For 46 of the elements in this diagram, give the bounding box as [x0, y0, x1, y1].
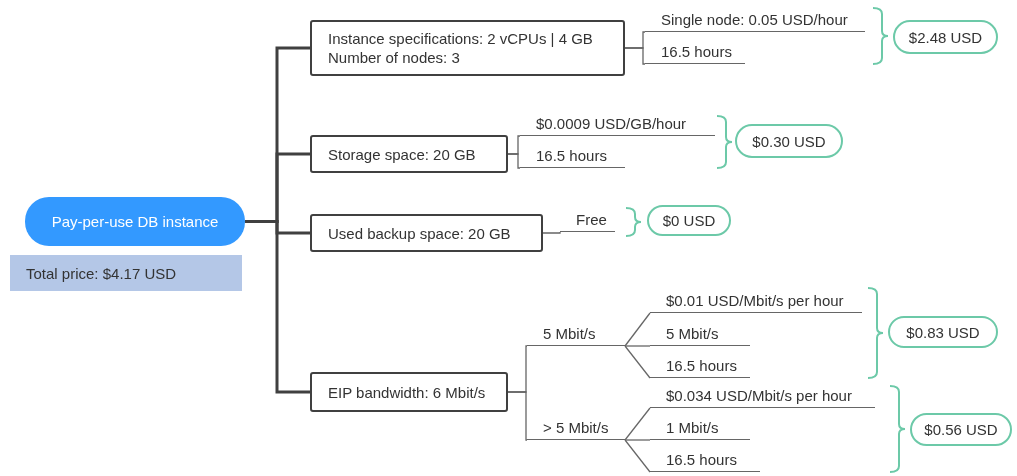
connector-line [624, 439, 651, 473]
connector-line [624, 407, 651, 441]
node-text: EIP bandwidth: 6 Mbit/s [328, 382, 487, 402]
node-text: $2.48 USD [908, 28, 983, 46]
connector-line [624, 345, 651, 379]
cost-pill [888, 316, 998, 348]
cost-pill [910, 413, 1012, 446]
node-text: $0 USD [662, 212, 716, 229]
connector-line [624, 345, 651, 347]
total-price-box [10, 255, 242, 291]
process-box [310, 20, 625, 76]
branch-label: 5 Mbit/s [527, 324, 625, 346]
branch-label: 16.5 hours [645, 42, 745, 64]
branch-label: Single node: 0.05 USD/hour [645, 10, 865, 32]
node-text: Used backup space: 20 GB [328, 223, 512, 243]
process-box [310, 135, 508, 173]
branch-label: $0.01 USD/Mbit/s per hour [650, 291, 862, 313]
connector-line [542, 231, 561, 234]
branch-label: $0.0009 USD/GB/hour [520, 114, 715, 136]
connector-line [624, 439, 651, 441]
branch-label: $0.034 USD/Mbit/s per hour [650, 386, 875, 408]
branch-label: 16.5 hours [520, 146, 625, 168]
branch-label: 1 Mbit/s [650, 418, 750, 440]
branch-label: 16.5 hours [650, 450, 760, 472]
process-box [310, 214, 543, 252]
start-pill [25, 197, 245, 246]
cost-pill [735, 124, 843, 158]
connector-line [624, 47, 646, 65]
node-text: Total price: $4.17 USD [26, 264, 177, 282]
connector-line [507, 391, 528, 441]
process-box [310, 372, 508, 412]
connector-line [507, 153, 521, 169]
node-text: Instance specifications: 2 vCPUs | 4 GB [328, 29, 594, 48]
cost-pill [647, 205, 731, 236]
node-text: Number of nodes: 3 [328, 48, 461, 67]
branch-label: 16.5 hours [650, 356, 750, 378]
node-text: Pay-per-use DB instance [51, 213, 219, 230]
node-text: $0.30 USD [752, 132, 826, 150]
node-text: Storage space: 20 GB [328, 144, 477, 164]
cost-pill [893, 20, 998, 54]
branch-label: 5 Mbit/s [650, 324, 750, 346]
node-text: $0.83 USD [906, 323, 980, 341]
branch-label: Free [560, 210, 615, 232]
connector-line [624, 312, 651, 347]
node-text: $0.56 USD [924, 421, 998, 438]
branch-label: > 5 Mbit/s [527, 418, 625, 440]
